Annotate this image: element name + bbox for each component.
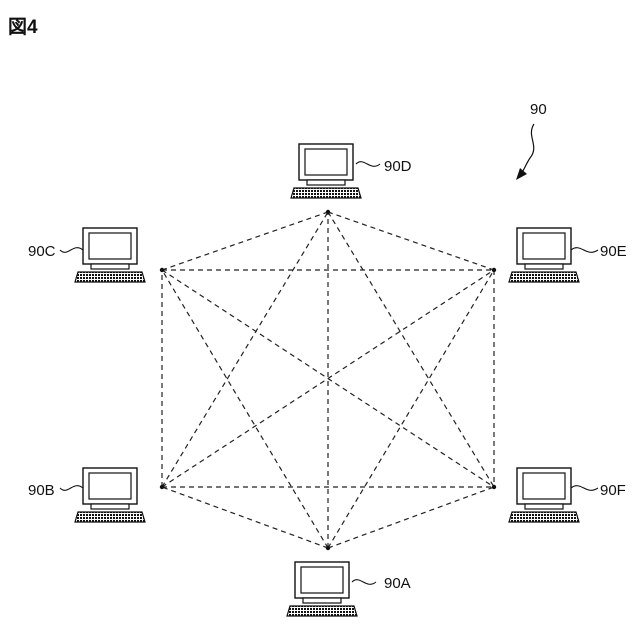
leader-arrow [520, 124, 534, 176]
node-label-90B: 90B [28, 482, 55, 499]
computer-icon [509, 468, 579, 522]
node-point-B [160, 485, 164, 489]
computer-icon [291, 144, 361, 198]
node-label-90D: 90D [384, 158, 412, 175]
arrow-head-icon [516, 168, 527, 180]
connection-A-B [162, 487, 328, 548]
node-point-A [326, 546, 330, 550]
computer-90D: 90D [291, 144, 412, 198]
computer-90F: 90F [509, 468, 626, 522]
node-point-F [492, 485, 496, 489]
connection-lines [162, 212, 494, 548]
node-point-C [160, 268, 164, 272]
connection-A-E [328, 270, 494, 548]
connection-B-D [162, 212, 328, 487]
connection-C-D [162, 212, 328, 270]
node-point-D [326, 210, 330, 214]
node-point-E [492, 268, 496, 272]
computer-90E: 90E [509, 228, 627, 282]
connection-A-C [162, 270, 328, 548]
system-label-90: 90 [530, 101, 547, 118]
node-label-90E: 90E [600, 243, 627, 260]
connection-D-E [328, 212, 494, 270]
connection-A-F [328, 487, 494, 548]
node-label-90A: 90A [384, 575, 411, 592]
node-label-90F: 90F [600, 482, 626, 499]
computer-icon [509, 228, 579, 282]
node-label-90C: 90C [28, 243, 56, 260]
computer-90B: 90B [28, 468, 145, 522]
computer-90C: 90C [28, 228, 145, 282]
computer-icon [287, 562, 357, 616]
computer-icon [75, 228, 145, 282]
computer-icon [75, 468, 145, 522]
connection-D-F [328, 212, 494, 487]
computer-90A: 90A [287, 562, 411, 616]
system-reference: 90 [516, 101, 547, 180]
